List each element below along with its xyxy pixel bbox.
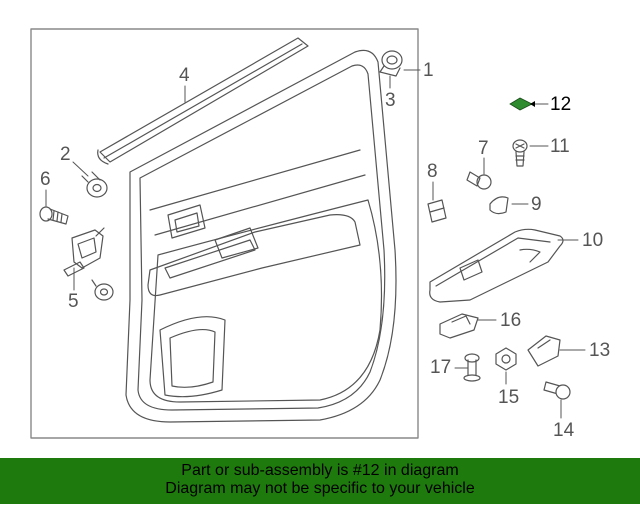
clip-part-8	[427, 199, 447, 223]
callout-17: 17	[430, 357, 452, 378]
part-12-highlight	[509, 97, 535, 111]
callout-13: 13	[589, 340, 611, 361]
info-banner: Part or sub-assembly is #12 in diagram D…	[0, 458, 640, 504]
callout-15: 15	[498, 387, 520, 408]
clip-part-3	[379, 50, 403, 77]
banner-line-1: Part or sub-assembly is #12 in diagram	[181, 462, 459, 479]
callout-8: 8	[427, 161, 438, 182]
stud-part-17	[463, 353, 481, 382]
banner-line-2: Diagram may not be specific to your vehi…	[165, 480, 475, 497]
nut-part-15	[495, 347, 517, 371]
callout-7: 7	[478, 138, 489, 159]
callout-6: 6	[40, 169, 51, 190]
bracket-part-5	[63, 227, 105, 277]
callout-1: 1	[423, 60, 434, 81]
switch-panel-part-10	[429, 228, 564, 303]
callout-5: 5	[68, 291, 79, 312]
screw-part-11	[512, 139, 528, 167]
clip-lower	[91, 279, 114, 301]
callout-3: 3	[385, 90, 396, 111]
belt-molding-part-4	[97, 37, 309, 165]
bracket-part-13	[527, 335, 561, 367]
callout-9: 9	[531, 194, 542, 215]
clip-part-2	[81, 171, 108, 198]
screw-part-7	[466, 171, 492, 190]
callout-16: 16	[500, 310, 522, 331]
screw-part-14	[543, 381, 571, 400]
callout-10: 10	[582, 230, 604, 251]
door-trim-panel	[125, 49, 397, 423]
clip-part-9	[489, 196, 509, 215]
leader-lines	[45, 69, 586, 419]
callout-11: 11	[550, 136, 570, 157]
callout-12: 12	[550, 94, 572, 115]
callout-14: 14	[553, 420, 575, 441]
callout-2: 2	[60, 144, 71, 165]
callout-4: 4	[179, 65, 190, 86]
switch-part-16	[439, 313, 479, 339]
screw-part-6	[39, 206, 69, 225]
